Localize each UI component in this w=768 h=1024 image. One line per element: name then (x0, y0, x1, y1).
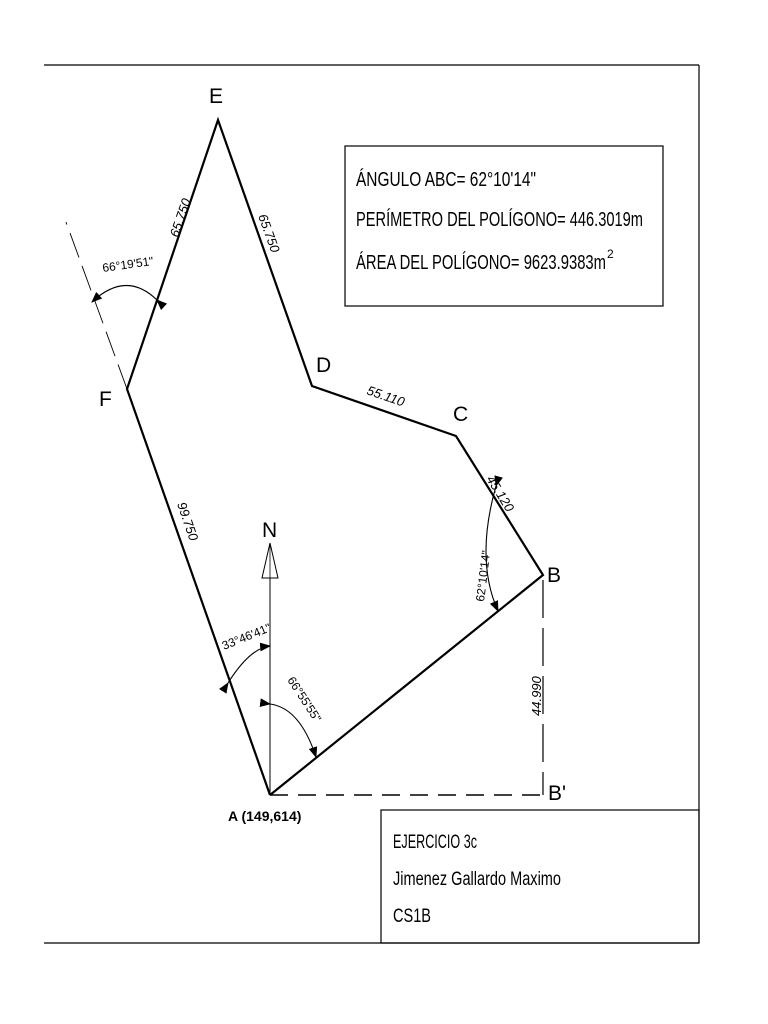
info-area-superscript: 2 (607, 247, 614, 261)
info-angle-abc: ÁNGULO ABC= 62°10'14" (356, 168, 536, 191)
angle-a-north-f-label: 33°46'41" (220, 621, 273, 653)
angle-arc-f (91, 284, 168, 311)
side-ef-length: 65.750 (167, 196, 194, 239)
point-f-label: F (99, 388, 112, 411)
point-e-label: E (209, 85, 223, 108)
point-c-label: C (453, 403, 468, 426)
title-block (380, 809, 700, 944)
info-box (344, 145, 664, 307)
point-a-label: A (149,614) (228, 808, 301, 824)
point-d-label: D (316, 354, 331, 377)
title-group: CS1B (393, 906, 431, 927)
info-perimeter: PERÍMETRO DEL POLÍGONO= 446.3019m (356, 208, 643, 231)
point-b-prime-label: B' (548, 782, 566, 805)
title-exercise: EJERCICIO 3c (393, 832, 477, 853)
angle-f-label: 66°19'51" (101, 254, 154, 275)
angle-arc-a-north-b (259, 698, 318, 759)
info-area: ÁREA DEL POLÍGONO= 9623.9383m (356, 251, 606, 274)
angle-arc-b (485, 475, 503, 613)
angle-b-label: 62°10'14" (473, 550, 493, 603)
title-author: Jimenez Gallardo Maximo (393, 869, 561, 890)
side-ed-length: 65.750 (255, 212, 283, 255)
ef-extension-dashed (65, 221, 128, 390)
side-bb-prime-length: 44.990 (529, 675, 544, 716)
angle-a-north-b-label: 66°55'55" (284, 674, 324, 725)
north-label: N (262, 519, 277, 542)
angle-arc-a-north-f (219, 642, 272, 694)
point-b-label: B (547, 564, 561, 587)
